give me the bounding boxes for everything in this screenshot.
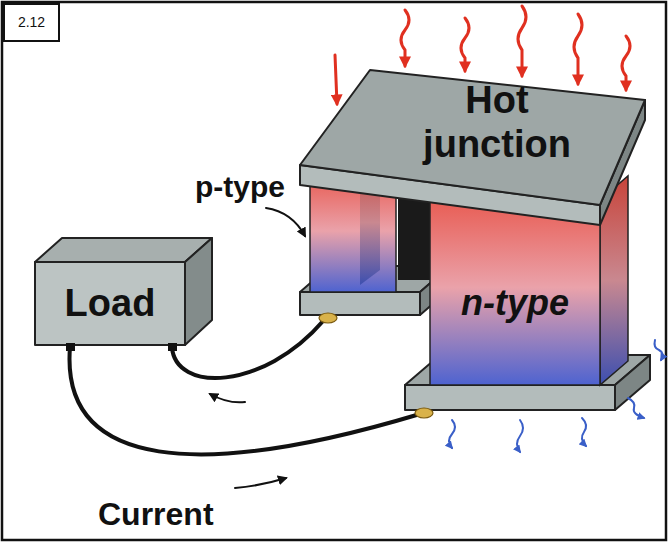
- plate-top: [300, 70, 645, 205]
- heat-arrow: [461, 18, 469, 71]
- plate-front: [405, 385, 615, 410]
- plug: [168, 343, 177, 351]
- n-type-leg: n-type: [430, 268, 600, 338]
- wires: [69, 320, 420, 454]
- terminal: [415, 408, 433, 418]
- terminals: [319, 313, 433, 418]
- wire-plugs: [66, 343, 177, 351]
- plug: [66, 343, 75, 351]
- box-front: [35, 262, 185, 345]
- current-arrow: [210, 394, 245, 402]
- hot-junction-plate: Hot junction: [390, 78, 604, 168]
- heat-arrow: [335, 55, 337, 104]
- current-label: Current: [98, 497, 214, 532]
- plate-front: [300, 292, 420, 315]
- node-text: 2.12: [18, 14, 45, 30]
- leader-arrow: [266, 208, 305, 236]
- node-text: Hot junction: [390, 79, 604, 166]
- heat-arrow: [449, 420, 455, 448]
- heat-arrow: [622, 36, 630, 90]
- load-box-body: [35, 238, 212, 345]
- box-top: [35, 238, 212, 262]
- terminal: [319, 313, 337, 323]
- heat-arrow: [401, 10, 409, 66]
- heat-arrow: [574, 14, 582, 84]
- wire: [172, 320, 324, 378]
- heat-arrow: [582, 418, 586, 446]
- heat-arrow: [518, 6, 526, 76]
- current-arrows: [210, 394, 286, 488]
- load-box: Load: [35, 262, 185, 345]
- heat-arrow: [628, 398, 644, 418]
- current-arrow: [235, 478, 286, 488]
- heat-arrow: [517, 420, 523, 452]
- part-label: p-type: [195, 170, 285, 203]
- box-side: [185, 238, 212, 345]
- node-text: n-type: [461, 282, 569, 323]
- heat-arrow: [655, 340, 663, 360]
- wire: [69, 347, 420, 454]
- node-text: Load: [65, 282, 156, 326]
- figure-number-box: 2.12: [3, 3, 60, 42]
- hot-plate-body: [300, 70, 645, 225]
- heat-out-arrows: [449, 340, 663, 452]
